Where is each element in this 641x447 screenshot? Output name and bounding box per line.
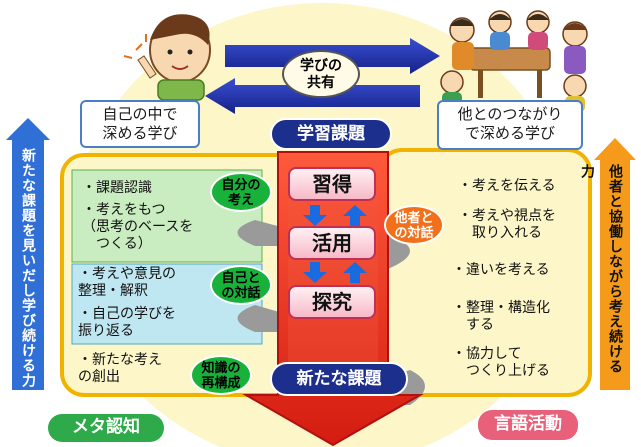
up-arrow-2	[343, 262, 367, 283]
own-thinking-line1: 自分の	[221, 178, 261, 193]
right-item-4: ・整理・構造化 する	[452, 300, 550, 333]
self-dialogue-line2: の対話	[221, 286, 261, 301]
stage-inquiry: 探究	[288, 285, 376, 319]
right-panel-title: 他とのつながり で深める学び	[437, 100, 583, 150]
left-title-line2: 深める学び	[102, 124, 178, 142]
left-item-4: ・自己の学びを 振り返る	[78, 306, 176, 339]
self-dialogue-oval: 自己と の対話	[210, 265, 272, 305]
left-vertical-bar	[12, 140, 44, 390]
down-arrow-1	[303, 205, 327, 226]
left-panel-title: 自己の中で 深める学び	[80, 100, 200, 148]
right-item-2: ・考えや視点を 取り入れる	[458, 208, 556, 241]
left-item-3: ・考えや意見の 整理・解釈	[78, 266, 176, 299]
left-side-vertical-text: 新たな課題を見いだし学び続ける力	[20, 148, 36, 388]
left-item-2: ・考えをもつ （思考のベースを つくる）	[82, 202, 194, 252]
right-item-1: ・考えを伝える	[458, 178, 556, 194]
others-dialogue-oval: 他者と の対話	[384, 205, 444, 245]
knowledge-reconstruction-oval: 知識の 再構成	[190, 355, 252, 395]
learning-task-pill: 学習課題	[270, 118, 392, 150]
knowledge-reconstruction-line2: 再構成	[201, 376, 241, 391]
self-dialogue-line1: 自己と	[221, 271, 261, 286]
others-dialogue-line1: 他者と	[394, 211, 434, 226]
sharing-oval: 学びの 共有	[282, 50, 360, 98]
up-arrow-1	[343, 205, 367, 226]
knowledge-reconstruction-line1: 知識の	[201, 361, 241, 376]
right-vertical-bar-arrow	[594, 138, 636, 160]
group-discussion-illustration	[440, 10, 588, 112]
left-title-line1: 自己の中で	[102, 105, 178, 123]
right-side-vertical-text: 他者と協働しながら考え続ける力	[579, 164, 623, 374]
boy-pointing-illustration	[123, 14, 211, 101]
left-vertical-bar-arrow	[6, 118, 50, 140]
sharing-line1: 学びの	[300, 58, 342, 74]
right-item-3: ・違いを考える	[452, 262, 550, 278]
down-arrow-2	[303, 262, 327, 283]
right-title-line2: で深める学び	[464, 124, 555, 142]
meta-cognition-label: メタ認知	[48, 414, 164, 442]
stage-acquire: 習得	[288, 167, 376, 201]
left-item-5: ・新たな考え の創出	[78, 352, 162, 385]
own-thinking-line2: 考え	[227, 193, 254, 208]
right-item-5: ・協力して つくり上げる	[452, 346, 550, 379]
own-thinking-oval: 自分の 考え	[210, 172, 272, 212]
sharing-line2: 共有	[307, 75, 335, 91]
language-activity-label: 言語活動	[478, 410, 578, 440]
right-vertical-bar	[600, 160, 630, 390]
stage-apply: 活用	[288, 226, 376, 260]
right-title-line1: 他とのつながり	[457, 105, 563, 123]
left-item-1: ・課題認識	[82, 180, 152, 196]
others-dialogue-line2: の対話	[394, 226, 434, 241]
new-task-pill: 新たな課題	[270, 362, 408, 396]
